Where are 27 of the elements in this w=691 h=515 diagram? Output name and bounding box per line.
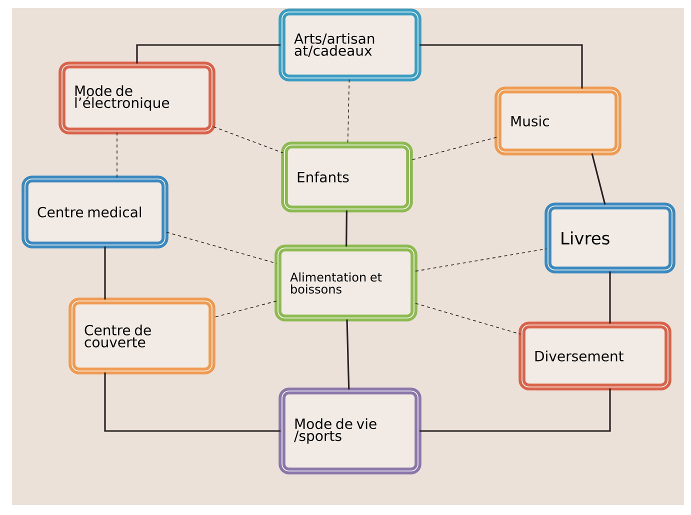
category-box: Mode de l’électronique: [58, 62, 216, 134]
connector-line: [136, 44, 280, 64]
category-box: Diversement: [518, 322, 672, 390]
dashed-connector: [415, 248, 547, 272]
dashed-connector: [347, 79, 350, 144]
category-box: Mode de vie /sports: [278, 388, 422, 474]
connector-line: [346, 319, 350, 390]
connector-line: [609, 272, 611, 324]
dashed-connector: [213, 126, 284, 154]
dashed-connector: [415, 302, 521, 335]
dashed-connector: [213, 300, 277, 318]
dashed-connector: [410, 136, 497, 160]
category-box: Alimentation et boissons: [274, 244, 418, 322]
connector-line: [104, 372, 280, 432]
connector-line: [420, 388, 611, 432]
category-box: Centre de couverte: [68, 298, 216, 374]
connector-line: [591, 153, 606, 205]
category-box: Livres: [544, 202, 676, 274]
category-box: Centre medical: [22, 176, 168, 248]
connector-line: [346, 210, 348, 247]
dashed-connector: [166, 232, 277, 264]
connector-line: [104, 246, 106, 300]
category-box: Arts/artisan at/cadeaux: [278, 8, 422, 82]
category-box: Enfants: [281, 142, 413, 212]
connector-line: [420, 44, 583, 88]
category-box: Music: [494, 86, 622, 156]
dashed-connector: [116, 132, 118, 178]
